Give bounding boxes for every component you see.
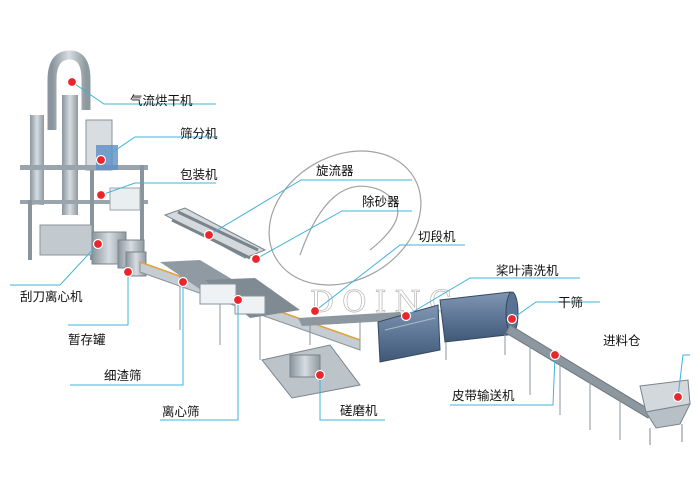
marker-screening <box>95 154 107 166</box>
label-air-dryer: 气流烘干机 <box>130 93 193 108</box>
marker-fine-residue <box>177 276 189 288</box>
leader-storage-tank <box>68 272 129 326</box>
leader-hydrocyclone <box>208 179 412 236</box>
leader-scraper-centrifuge <box>10 243 99 286</box>
marker-dots <box>66 76 684 403</box>
marker-centrifugal-sieve <box>232 294 244 306</box>
belt-conveyor <box>505 324 651 440</box>
watermark-logo: DOING <box>268 150 453 320</box>
marker-feed-bin <box>672 391 684 403</box>
label-centrifugal-sieve: 离心筛 <box>162 404 200 419</box>
leader-feed-bin <box>677 354 690 398</box>
marker-hydrocyclone <box>203 229 215 241</box>
leader-lines <box>10 81 690 421</box>
leader-rasper <box>319 375 385 421</box>
leader-fine-residue <box>70 282 184 386</box>
air-dryer-machine <box>20 50 148 260</box>
label-desander: 除砂器 <box>362 194 400 209</box>
label-packing: 包装机 <box>180 167 218 182</box>
marker-storage-tank <box>122 266 134 278</box>
label-scraper-centrifuge: 刮刀离心机 <box>20 289 83 304</box>
leader-packing <box>100 182 216 196</box>
marker-packing <box>95 189 107 201</box>
leader-air-dryer <box>71 81 216 105</box>
cutter-conveyor <box>298 312 405 348</box>
leader-paddle-washer <box>405 277 580 317</box>
marker-scraper-centrifuge <box>92 238 104 250</box>
feed-bin <box>639 379 691 445</box>
marker-air-dryer <box>66 76 78 88</box>
label-screening: 筛分机 <box>180 126 218 141</box>
marker-belt-conveyor <box>549 349 561 361</box>
label-dry-sieve: 干筛 <box>558 295 584 310</box>
label-storage-tank: 暂存罐 <box>68 332 106 347</box>
label-rasper: 磋磨机 <box>340 403 378 418</box>
leader-screening <box>100 136 216 161</box>
label-paddle-washer: 桨叶清洗机 <box>496 263 559 278</box>
leader-cutter <box>314 244 465 312</box>
sieve-platform <box>139 260 361 360</box>
centrifuge-area <box>91 231 147 277</box>
dry-sieve-drum <box>439 291 519 360</box>
rasper-machine <box>261 344 361 399</box>
label-feed-bin: 进料仓 <box>603 333 641 348</box>
paddle-washer <box>377 304 441 363</box>
marker-rasper <box>314 369 326 381</box>
leader-centrifugal-sieve <box>160 300 239 421</box>
leader-dry-sieve <box>511 301 600 320</box>
hydrocyclone-rack <box>163 207 267 260</box>
label-fine-residue: 细渣筛 <box>104 368 142 383</box>
leader-desander <box>255 210 412 260</box>
marker-desander <box>250 253 262 265</box>
marker-cutter <box>309 305 321 317</box>
marker-paddle-washer <box>400 310 412 322</box>
label-cutter: 切段机 <box>418 229 456 244</box>
label-belt-conveyor: 皮带输送机 <box>452 388 515 403</box>
label-hydrocyclone: 旋流器 <box>316 163 354 178</box>
leader-belt-conveyor <box>450 354 556 406</box>
marker-dry-sieve <box>506 313 518 325</box>
